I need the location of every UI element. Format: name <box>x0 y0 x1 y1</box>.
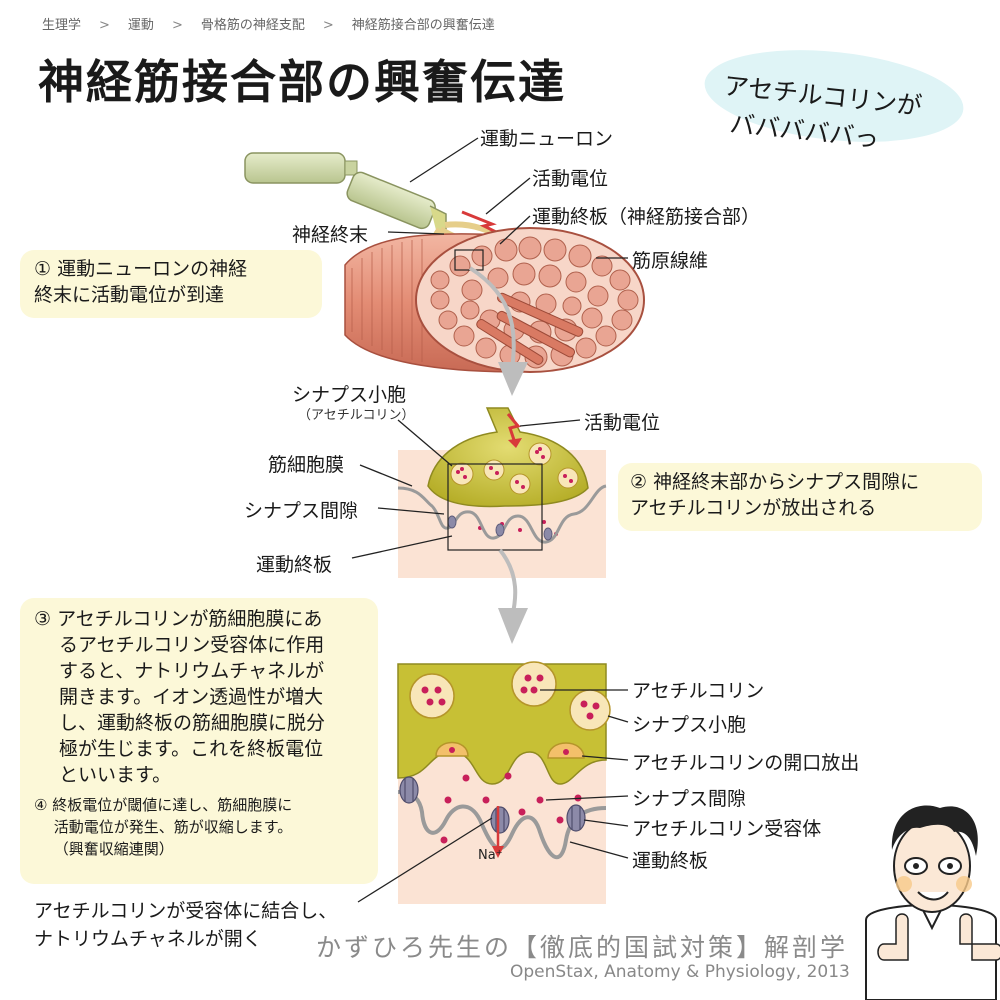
figure-2-synapse <box>397 407 607 644</box>
step-3-line: といいます。 <box>34 764 172 786</box>
breadcrumb-item[interactable]: 運動 <box>127 18 154 33</box>
step-3-line: るアセチルコリン受容体に作用 <box>34 634 325 656</box>
step-1-line: 終末に活動電位が到達 <box>34 284 225 306</box>
step-1-box: ① 運動ニューロンの神経 終末に活動電位が到達 <box>20 250 322 318</box>
label-ach-receptor: アセチルコリン受容体 <box>632 818 822 840</box>
label-nerve-terminal: 神経終末 <box>292 224 369 246</box>
step-4-line: （興奮収縮連関） <box>34 840 174 858</box>
label-synaptic-vesicle-3: シナプス小胞 <box>632 714 747 736</box>
label-motor-neuron: 運動ニューロン <box>480 128 614 150</box>
step-1-line: ① 運動ニューロンの神経 <box>34 258 248 280</box>
step-3-line: し、運動終板の筋細胞膜に脱分 <box>34 712 326 734</box>
muscle-fiber-bundle <box>344 227 645 373</box>
label-myofibril: 筋原線維 <box>632 250 709 272</box>
label-action-potential-1: 活動電位 <box>532 168 609 190</box>
step-3-line: 開きます。イオン透過性が増大 <box>34 686 324 708</box>
label-synaptic-cleft-3: シナプス間隙 <box>632 788 747 810</box>
step-3-line: ③ アセチルコリンが筋細胞膜にあ <box>34 608 323 630</box>
breadcrumb-item-current: 神経筋接合部の興奮伝達 <box>351 18 495 33</box>
breadcrumb-separator: > <box>171 18 183 33</box>
label-synaptic-cleft-2: シナプス間隙 <box>244 500 359 522</box>
down-arrow-icon <box>498 362 528 396</box>
footer-brand: かずひろ先生の【徹底的国試対策】解剖学 <box>316 933 849 962</box>
label-motor-end-plate-2: 運動終板 <box>256 554 333 576</box>
step-2-line: ② 神経終末部からシナプス間隙に <box>630 471 920 493</box>
breadcrumb: 生理学 > 運動 > 骨格筋の神経支配 > 神経筋接合部の興奮伝達 <box>42 14 495 33</box>
breadcrumb-item[interactable]: 生理学 <box>42 18 82 33</box>
speech-bubble: アセチルコリンが バババババっ <box>700 40 968 154</box>
footer-credit: OpenStax, Anatomy & Physiology, 2013 <box>510 962 850 982</box>
label-sarcolemma: 筋細胞膜 <box>268 454 345 476</box>
label-motor-end-plate-3: 運動終板 <box>632 850 709 872</box>
author-mascot-icon <box>865 805 1000 1000</box>
breadcrumb-separator: > <box>99 18 110 33</box>
breadcrumb-separator: > <box>322 18 334 33</box>
label-na-ion: Na⁺ <box>478 848 503 863</box>
label-motor-end-plate-nmj: 運動終板（神経筋接合部） <box>532 206 761 228</box>
label-action-potential-2: 活動電位 <box>584 412 661 434</box>
figure-3-magnified-junction <box>397 661 611 904</box>
action-potential-arrow-icon <box>506 413 521 447</box>
step-4-line: ④ 終板電位が閾値に達し、筋細胞膜に <box>34 796 293 814</box>
page-title: 神経筋接合部の興奮伝達 <box>38 55 566 109</box>
binding-note-line: ナトリウムチャネルが開く <box>34 928 262 950</box>
step-2-line: アセチルコリンが放出される <box>630 497 877 519</box>
label-exocytosis: アセチルコリンの開口放出 <box>632 752 860 774</box>
label-synaptic-vesicle-sub: （アセチルコリン） <box>298 408 415 423</box>
binding-note-line: アセチルコリンが受容体に結合し、 <box>34 900 338 922</box>
step-3-4-box: ③ アセチルコリンが筋細胞膜にあ るアセチルコリン受容体に作用 すると、ナトリウ… <box>20 598 378 884</box>
figure-1-muscle-fiber <box>244 152 645 396</box>
step-3-line: 極が生じます。これを終板電位 <box>34 738 324 760</box>
label-synaptic-vesicle-2: シナプス小胞 <box>292 384 407 406</box>
speech-bubble-shape-icon <box>704 50 964 142</box>
label-acetylcholine: アセチルコリン <box>632 680 765 702</box>
step-2-box: ② 神経終末部からシナプス間隙に アセチルコリンが放出される <box>618 463 982 531</box>
step-4-line: 活動電位が発生、筋が収縮します。 <box>34 818 293 836</box>
down-arrow-icon <box>498 608 528 644</box>
step-3-line: すると、ナトリウムチャネルが <box>34 660 325 682</box>
breadcrumb-item[interactable]: 骨格筋の神経支配 <box>200 18 305 33</box>
